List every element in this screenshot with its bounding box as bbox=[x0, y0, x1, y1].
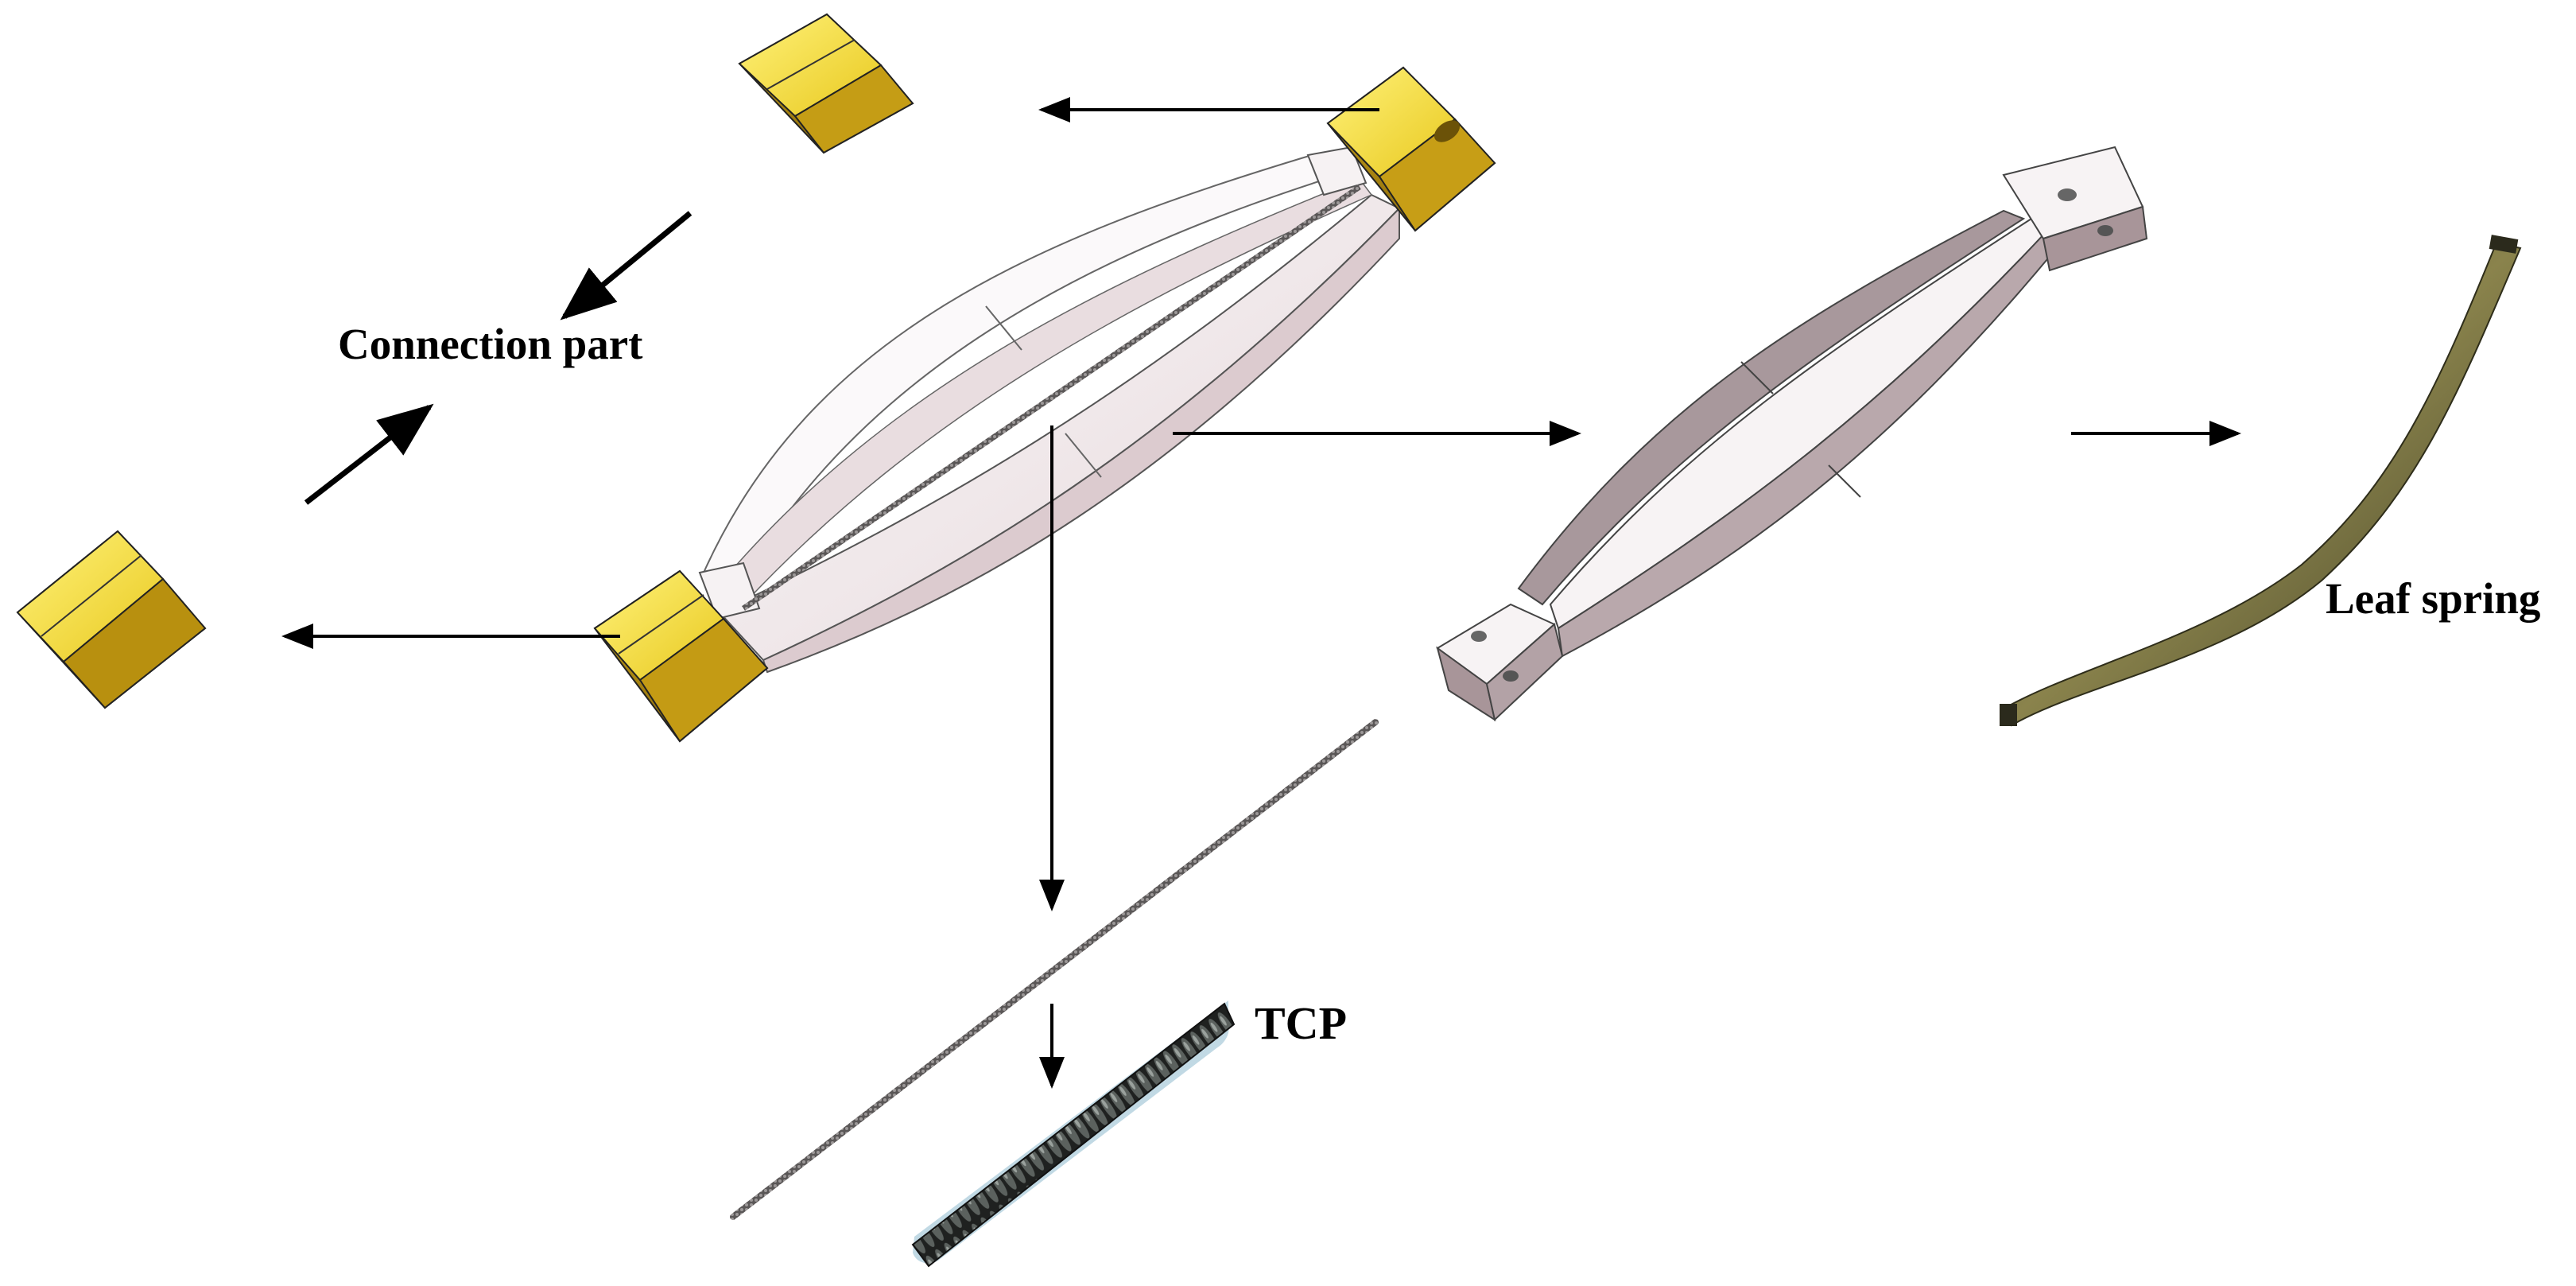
arrows bbox=[281, 97, 2241, 1089]
connector-part-top bbox=[738, 13, 914, 154]
leaf-spring-image bbox=[2000, 235, 2522, 727]
arrow-connection-up bbox=[304, 403, 434, 505]
tcp-inside-actuator bbox=[742, 185, 1361, 611]
tcp-coil-closeup bbox=[911, 1000, 1236, 1268]
assembled-actuator bbox=[593, 66, 1496, 743]
connector-part-left bbox=[16, 530, 207, 709]
frame-only bbox=[1436, 146, 2148, 722]
leaf-spring-label: Leaf spring bbox=[2326, 574, 2541, 623]
arrow-connection-down bbox=[560, 211, 692, 321]
connection-part-label: Connection part bbox=[338, 320, 643, 368]
tcp-wire bbox=[730, 719, 1379, 1220]
tcp-label: TCP bbox=[1255, 997, 1347, 1049]
